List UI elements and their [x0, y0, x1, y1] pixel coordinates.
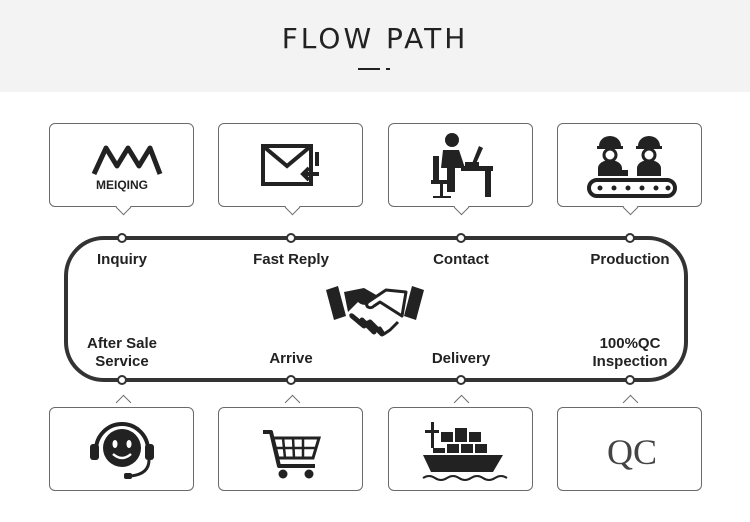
title-underline	[358, 68, 380, 70]
step-label-qc: 100%QC Inspection	[555, 335, 705, 371]
handshake-icon	[326, 286, 424, 337]
card-production	[557, 123, 702, 207]
card-qc: QC	[557, 407, 702, 491]
card-inquiry: MEIQING	[49, 123, 194, 207]
step-label-delivery: Delivery	[386, 350, 536, 368]
step-label-inquiry: Inquiry	[96, 251, 147, 268]
node-arrive	[286, 375, 296, 385]
factory-workers-icon	[587, 136, 677, 198]
headset-support-icon	[90, 422, 154, 479]
step-label-line: Arrive	[269, 350, 313, 367]
card-fast-reply	[218, 123, 363, 207]
page-title: FLOW PATH	[281, 22, 469, 55]
step-label-production: Production	[590, 251, 670, 268]
node-production	[625, 233, 635, 243]
email-reply-icon	[261, 144, 319, 186]
step-label-fast-reply: Fast Reply	[253, 251, 329, 268]
card-arrive	[218, 407, 363, 491]
shopping-cart-icon	[263, 430, 322, 479]
node-delivery	[456, 375, 466, 385]
step-label-line: 100%QC	[599, 335, 661, 352]
node-inquiry	[117, 233, 127, 243]
step-label-line: After Sale	[86, 335, 158, 352]
qc-icon: QC	[607, 432, 657, 472]
cargo-ship-icon	[422, 422, 508, 481]
person-at-computer-icon	[431, 133, 493, 198]
step-label-after-sale: After Sale Service	[47, 335, 197, 371]
card-after-sale	[49, 407, 194, 491]
step-label-line: Inspection	[592, 353, 668, 370]
card-contact	[388, 123, 533, 207]
step-label-line: Delivery	[431, 350, 491, 367]
step-label-line: Service	[95, 353, 149, 370]
node-fast-reply	[286, 233, 296, 243]
title-underline-dot	[386, 68, 390, 70]
qc-text: QC	[607, 432, 657, 472]
logo-text: MEIQING	[96, 178, 148, 192]
node-contact	[456, 233, 466, 243]
node-qc	[625, 375, 635, 385]
header-banner: FLOW PATH	[0, 0, 750, 92]
meiqing-logo-icon: MEIQING	[91, 145, 163, 192]
flow-loop	[64, 236, 688, 382]
node-after-sale	[117, 375, 127, 385]
card-delivery	[388, 407, 533, 491]
step-label-arrive: Arrive	[216, 350, 366, 368]
step-label-contact: Contact	[433, 251, 489, 268]
